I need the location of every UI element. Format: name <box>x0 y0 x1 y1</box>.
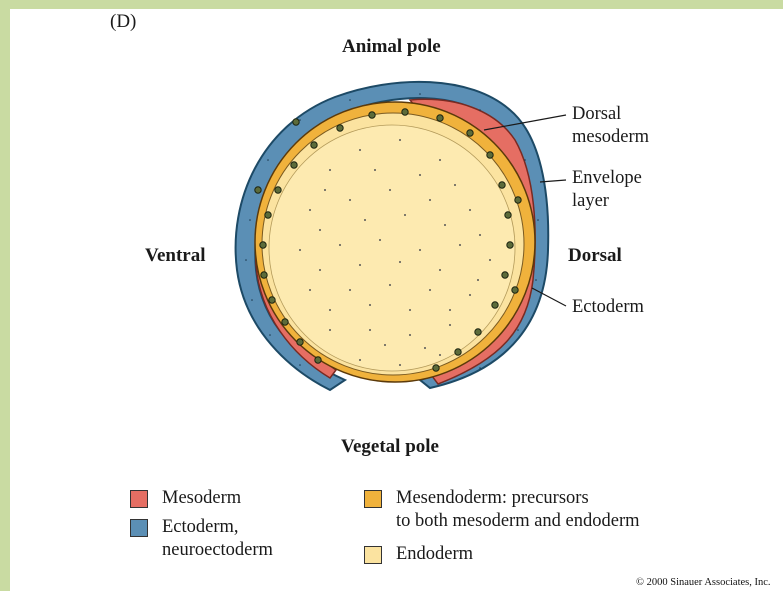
legend-swatch <box>364 546 382 564</box>
legend-item-ectoderm: Ectoderm, neuroectoderm <box>130 516 273 562</box>
legend-item-mesendoderm: Mesendoderm: precursors to both mesoderm… <box>364 487 640 533</box>
figure-panel: (D) Animal pole Vegetal pole Ventral Dor… <box>10 9 783 591</box>
callout-ectoderm: Ectoderm <box>572 296 644 319</box>
legend-item-endoderm: Endoderm <box>364 543 473 566</box>
legend-label: to both mesoderm and endoderm <box>396 510 640 533</box>
animal-pole-label: Animal pole <box>342 36 441 58</box>
legend-item-mesoderm: Mesoderm <box>130 487 241 510</box>
callout-line: Envelope <box>572 167 642 190</box>
callout-line: Dorsal <box>572 103 649 126</box>
legend-label: neuroectoderm <box>162 539 273 562</box>
callout-dorsal-mesoderm: Dorsal mesoderm <box>572 103 649 149</box>
copyright-notice: © 2000 Sinauer Associates, Inc. <box>636 577 771 588</box>
legend-label: Mesoderm <box>162 487 241 510</box>
legend-swatch <box>130 490 148 508</box>
legend-swatch <box>130 519 148 537</box>
callout-envelope-layer: Envelope layer <box>572 167 642 213</box>
panel-label: (D) <box>110 11 136 33</box>
callout-line: Ectoderm <box>572 296 644 319</box>
ventral-label: Ventral <box>145 245 206 267</box>
legend-swatch <box>364 490 382 508</box>
dorsal-label: Dorsal <box>568 245 622 267</box>
legend-label: Mesendoderm: precursors <box>396 487 640 510</box>
legend-label: Endoderm <box>396 543 473 566</box>
legend-label: Ectoderm, <box>162 516 273 539</box>
callout-line: mesoderm <box>572 126 649 149</box>
vegetal-pole-label: Vegetal pole <box>341 436 439 458</box>
callout-line: layer <box>572 190 642 213</box>
